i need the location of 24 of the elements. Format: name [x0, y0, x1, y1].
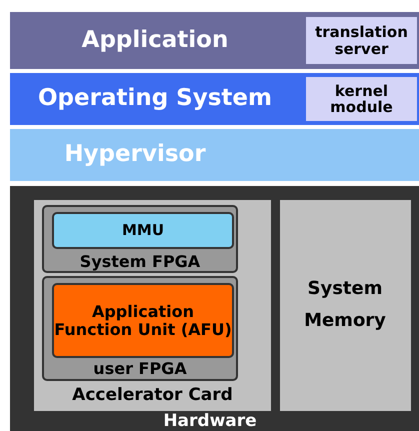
- unit-label: MMU: [120, 220, 166, 242]
- chip-label: System FPGA: [78, 251, 202, 273]
- component-label: kernel module: [329, 80, 394, 118]
- unit-label: Application Function Unit (AFU): [54, 300, 232, 340]
- chip-label: user FPGA: [92, 358, 188, 380]
- layer-title: Hypervisor: [63, 140, 207, 170]
- layer-title: Operating System: [36, 84, 273, 114]
- chip-box: [42, 205, 238, 273]
- component-box: [306, 77, 417, 121]
- layer-title: Application: [80, 26, 230, 55]
- unit-box: [52, 283, 234, 358]
- component-box: [306, 17, 417, 64]
- chip-box: [42, 276, 238, 381]
- layer-band: [10, 12, 419, 69]
- panel-title: System Memory: [303, 276, 387, 333]
- layer-band: [10, 129, 419, 181]
- layer-band: [10, 73, 419, 125]
- unit-box: [52, 212, 234, 249]
- panel-title: Accelerator Card: [71, 384, 234, 407]
- component-label: translation server: [314, 22, 409, 60]
- memory-panel: [280, 200, 411, 411]
- card-panel: [34, 200, 271, 411]
- panel-title: Hardware: [162, 410, 258, 431]
- hardware-panel: [10, 186, 419, 431]
